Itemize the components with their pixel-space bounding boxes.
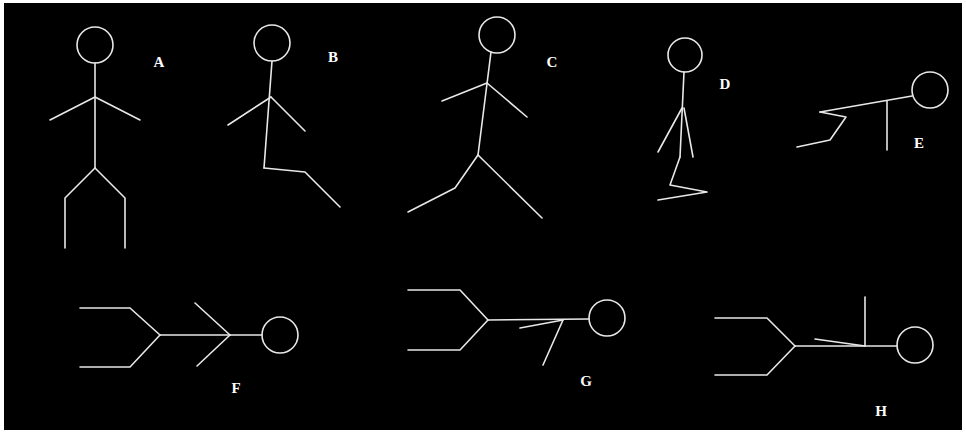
stick-figure (228, 25, 340, 207)
stick-figure (80, 303, 298, 367)
black-ground (4, 3, 962, 430)
stick-figure (50, 27, 140, 248)
figure-label: D (720, 77, 731, 92)
figure-label: B (328, 50, 338, 65)
stick-figure (715, 297, 933, 375)
figure-label: C (547, 55, 558, 70)
figure-label: H (875, 404, 887, 419)
figure-label: G (580, 374, 592, 389)
stick-figure (658, 38, 707, 200)
figure-label: F (231, 381, 240, 396)
figure-label: E (914, 136, 924, 151)
figure-label: A (154, 55, 165, 70)
stick-figure (797, 72, 948, 150)
stick-figure (408, 290, 625, 365)
stick-figure (408, 17, 542, 218)
